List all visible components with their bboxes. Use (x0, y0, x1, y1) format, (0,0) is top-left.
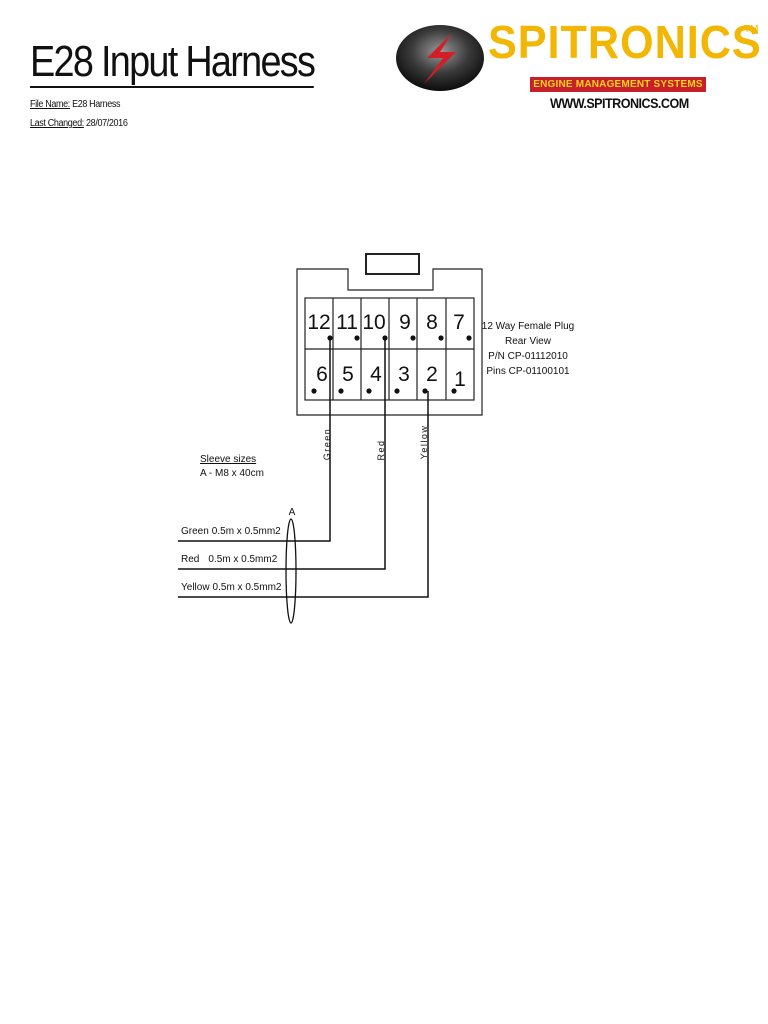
wire-name: Red (181, 554, 199, 565)
last-changed-value: 28/07/2016 (86, 118, 128, 129)
logo-trademark: TM (744, 24, 759, 35)
pin-label: 12 (307, 311, 330, 334)
plug-description-line: 12 Way Female Plug (482, 321, 574, 332)
logo-tagline: ENGINE MANAGEMENT SYSTEMS (530, 77, 706, 92)
file-name-label: File Name: (30, 99, 70, 110)
last-changed-row: Last Changed: 28/07/2016 (30, 118, 128, 129)
wire-spec: 0.5m x 0.5mm2 (212, 526, 281, 537)
sleeve-ellipse (285, 518, 297, 624)
pin-label: 8 (426, 311, 438, 334)
pin-dot (394, 388, 400, 394)
wire-name: Green (181, 526, 209, 537)
wire-spec: 0.5m x 0.5mm2 (213, 582, 282, 593)
pin-dot (466, 335, 472, 341)
pin-label: 10 (362, 311, 385, 334)
sleeve-entry: A - M8 x 40cm (200, 468, 264, 479)
pin-dot (366, 388, 372, 394)
wire-green (178, 338, 331, 542)
pin-dot (451, 388, 457, 394)
page-title: E28 Input Harness (30, 37, 316, 88)
plug-description-line: P/N CP-01112010 (488, 351, 568, 362)
sleeve-marker: A (289, 507, 296, 518)
wire-yellow (178, 391, 429, 598)
plug-description-line: Pins CP-01100101 (486, 366, 570, 377)
wire-red (178, 338, 386, 570)
logo-url: WWW.SPITRONICS.COM (550, 95, 689, 111)
plug-description-line: Rear View (505, 336, 552, 347)
pin-label: 11 (336, 311, 358, 334)
pin-dot (354, 335, 360, 341)
pin-dot (422, 388, 428, 394)
last-changed-label: Last Changed: (30, 118, 84, 129)
connector-latch (365, 253, 420, 275)
connector-housing (296, 268, 483, 416)
pin-dot (338, 388, 344, 394)
wire-label-green: Green (322, 428, 332, 461)
pin-dot (438, 335, 444, 341)
file-name-value: E28 Harness (72, 99, 121, 110)
pin-dot (311, 388, 317, 394)
pin-label: 2 (426, 363, 438, 386)
pin-label: 6 (316, 363, 328, 386)
pin-label: 9 (399, 311, 411, 334)
pin-label: 7 (453, 311, 465, 334)
pin-label: 1 (454, 368, 466, 391)
logo-brand: SPITRONICS (488, 16, 762, 68)
wire-spec: 0.5m x 0.5mm2 (208, 554, 277, 565)
wire-label-yellow: Yellow (419, 425, 429, 460)
pin-label: 4 (370, 363, 382, 386)
pin-dot (410, 335, 416, 341)
pin-label: 5 (342, 363, 354, 386)
file-name-row: File Name: E28 Harness (30, 99, 121, 110)
wire-label-red: Red (376, 439, 386, 460)
wire-name: Yellow (181, 582, 210, 593)
sleeve-title: Sleeve sizes (200, 454, 256, 465)
wire-spec-label: Red 0.5m x 0.5mm2 (181, 554, 278, 565)
pin-label: 3 (398, 363, 410, 386)
